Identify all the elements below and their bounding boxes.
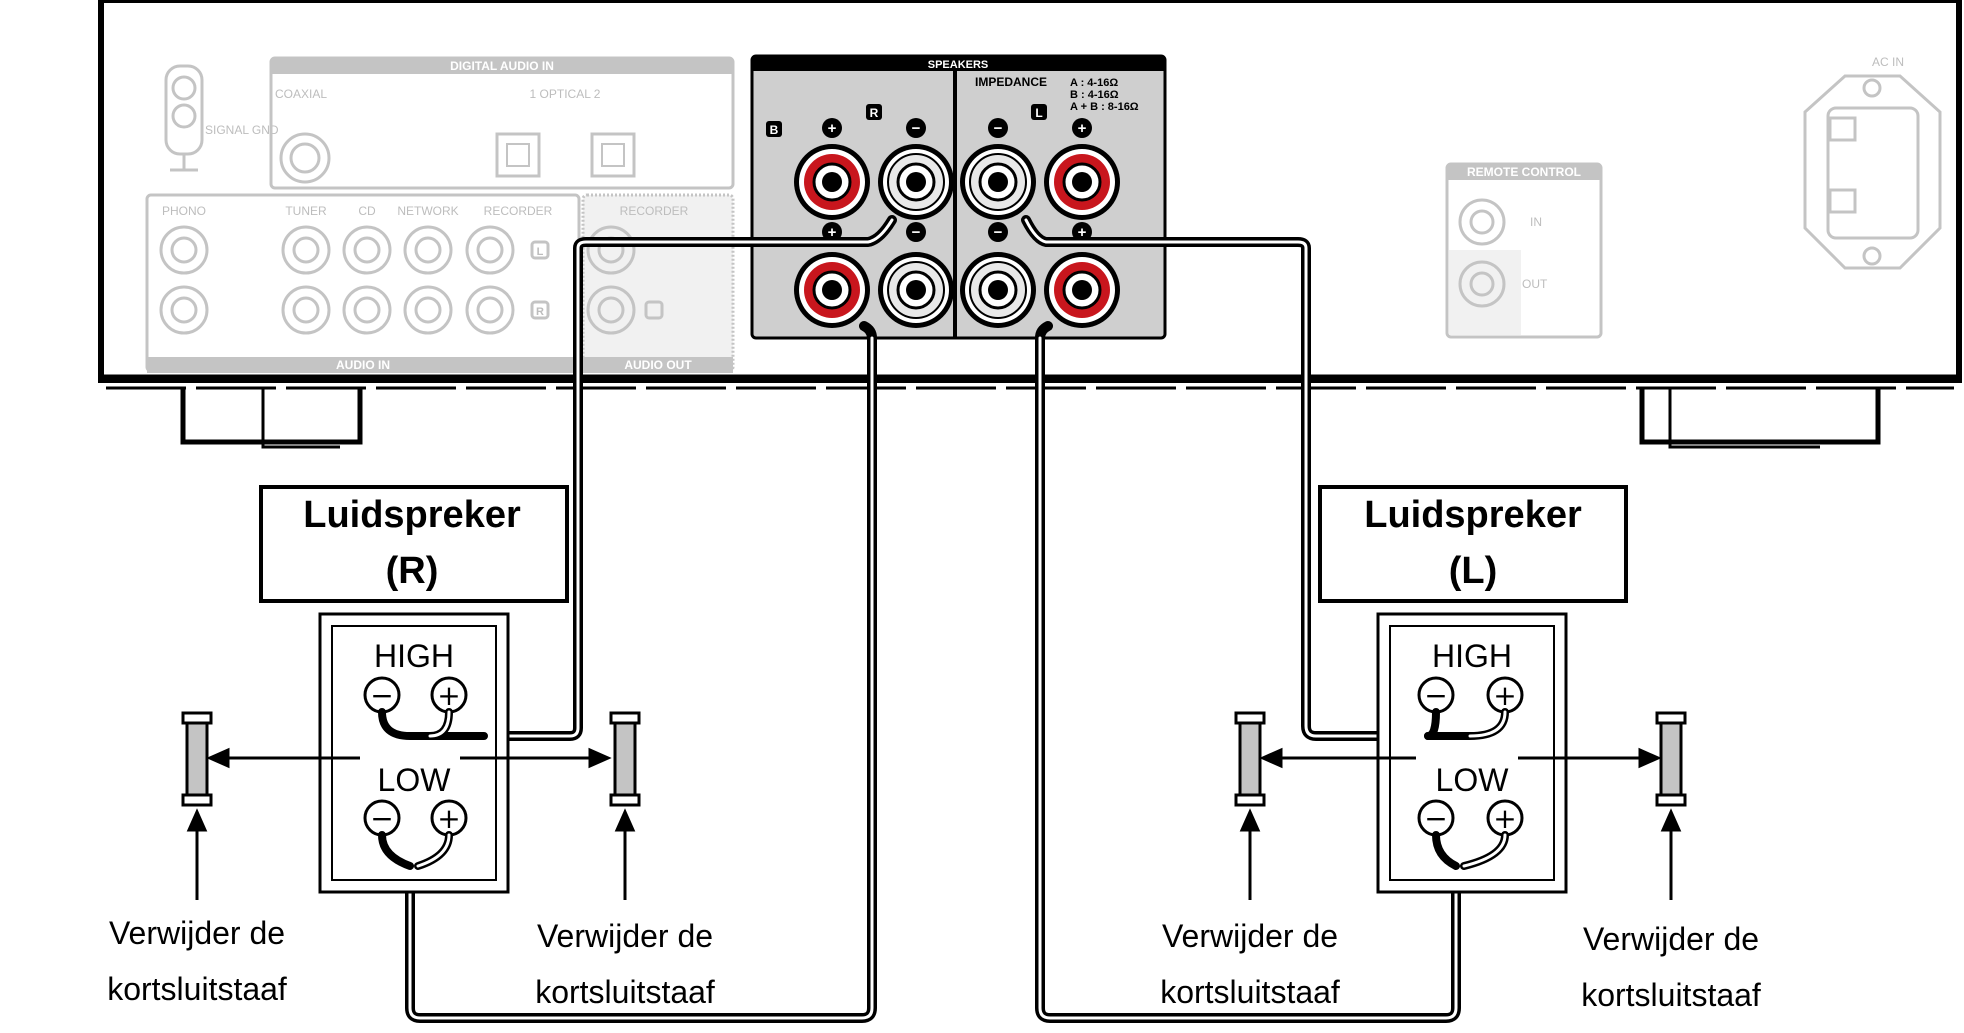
speaker-right-low-label: LOW bbox=[378, 762, 452, 798]
audio-in-section: AUDIO IN PHONO TUNER CD NETWORK RECORDER… bbox=[145, 193, 581, 373]
polarity-marks: + − − + + − − + bbox=[822, 118, 1092, 242]
shorting-bar-right-1 bbox=[181, 711, 213, 807]
recorder-out-label: RECORDER bbox=[620, 204, 689, 218]
callout-left-2-line1: Verwijder de bbox=[1583, 921, 1759, 957]
remote-control-label: REMOTE CONTROL bbox=[1467, 165, 1581, 179]
callout-left-1-line2: kortsluitstaaf bbox=[1160, 974, 1340, 1010]
binding-post-b-l-minus bbox=[960, 252, 1036, 328]
impedance-b: B : 4-16Ω bbox=[1070, 89, 1119, 101]
audio-in-label: AUDIO IN bbox=[336, 358, 390, 372]
speaker-left-low-plus: + bbox=[1493, 802, 1516, 835]
speaker-right-low-minus: − bbox=[370, 802, 393, 835]
input-label-phono: PHONO bbox=[162, 204, 206, 218]
svg-text:−: − bbox=[912, 120, 921, 137]
svg-text:+: + bbox=[1078, 120, 1087, 137]
signal-gnd-label: SIGNAL GND bbox=[205, 123, 279, 137]
shorting-bar-left-2 bbox=[1655, 711, 1687, 807]
badge-r: R bbox=[870, 106, 879, 120]
binding-post-a-l-minus bbox=[960, 144, 1036, 220]
binding-post-a-r-plus bbox=[794, 144, 870, 220]
channel-l-label: L bbox=[537, 246, 544, 258]
impedance-a: A : 4-16Ω bbox=[1070, 77, 1118, 89]
optical-label: 1 OPTICAL 2 bbox=[530, 87, 601, 101]
svg-text:−: − bbox=[994, 224, 1003, 241]
binding-post-b-r-plus bbox=[794, 252, 870, 328]
audio-out-section: AUDIO OUT RECORDER bbox=[581, 193, 735, 373]
speaker-left-high-label: HIGH bbox=[1432, 638, 1512, 674]
svg-text:+: + bbox=[828, 120, 837, 137]
speaker-right-high-plus: + bbox=[437, 679, 460, 712]
impedance-label: IMPEDANCE bbox=[975, 75, 1047, 89]
svg-text:−: − bbox=[994, 120, 1003, 137]
speaker-right-high-label: HIGH bbox=[374, 638, 454, 674]
svg-text:+: + bbox=[1078, 224, 1087, 241]
amplifier-rear-panel bbox=[98, 0, 1962, 449]
input-label-tuner: TUNER bbox=[285, 204, 327, 218]
digital-audio-in-section: DIGITAL AUDIO IN COAXIAL 1 OPTICAL 2 bbox=[269, 56, 735, 190]
speaker-left-title-line1: Luidspreker bbox=[1364, 494, 1582, 536]
speaker-left-high-plus: + bbox=[1493, 679, 1516, 712]
speaker-right-title-line2: (R) bbox=[386, 550, 439, 592]
callout-right-1-line2: kortsluitstaaf bbox=[107, 971, 287, 1007]
speaker-right-title-line1: Luidspreker bbox=[303, 494, 521, 536]
speaker-right-high-minus: − bbox=[370, 679, 393, 712]
audio-out-label: AUDIO OUT bbox=[624, 358, 692, 372]
impedance-ab: A + B : 8-16Ω bbox=[1070, 101, 1139, 113]
ac-in-inlet: AC IN bbox=[1803, 55, 1942, 270]
speaker-right: Luidspreker (R) HIGH LOW − + − + bbox=[259, 485, 569, 894]
remote-control-section: REMOTE CONTROL IN OUT bbox=[1445, 162, 1603, 339]
digital-audio-in-label: DIGITAL AUDIO IN bbox=[450, 59, 554, 73]
channel-r-label: R bbox=[536, 306, 544, 318]
speaker-left-low-minus: − bbox=[1424, 802, 1447, 835]
signal-gnd-terminal: SIGNAL GND bbox=[164, 64, 279, 172]
callout-right-1-line1: Verwijder de bbox=[109, 915, 285, 951]
binding-post-a-l-plus bbox=[1044, 144, 1120, 220]
svg-text:−: − bbox=[912, 224, 921, 241]
coaxial-label: COAXIAL bbox=[275, 87, 327, 101]
binding-post-b-r-minus bbox=[878, 252, 954, 328]
callout-texts: Verwijder de kortsluitstaaf Verwijder de… bbox=[107, 915, 1761, 1013]
callout-right-2-line1: Verwijder de bbox=[537, 918, 713, 954]
callout-left-2-line2: kortsluitstaaf bbox=[1581, 977, 1761, 1013]
speaker-left-high-minus: − bbox=[1424, 679, 1447, 712]
speaker-left: Luidspreker (L) HIGH LOW − + − + bbox=[1318, 485, 1628, 894]
input-label-network: NETWORK bbox=[397, 204, 458, 218]
remote-out-label: OUT bbox=[1522, 277, 1548, 291]
speaker-left-low-label: LOW bbox=[1436, 762, 1510, 798]
shorting-bars bbox=[181, 711, 1687, 807]
shorting-bar-left-1 bbox=[1234, 711, 1266, 807]
remote-in-label: IN bbox=[1530, 215, 1542, 229]
removal-arrows bbox=[186, 747, 1682, 900]
badge-b: B bbox=[770, 123, 779, 137]
speaker-cables bbox=[405, 215, 1461, 1023]
binding-post-b-l-plus bbox=[1044, 252, 1120, 328]
badge-l: L bbox=[1035, 106, 1042, 120]
callout-right-2-line2: kortsluitstaaf bbox=[535, 974, 715, 1010]
speaker-left-title-line2: (L) bbox=[1449, 550, 1498, 592]
callout-left-1-line1: Verwijder de bbox=[1162, 918, 1338, 954]
speaker-terminal-panel: SPEAKERS IMPEDANCE A : 4-16Ω B : 4-16Ω A… bbox=[750, 54, 1167, 340]
svg-text:+: + bbox=[828, 224, 837, 241]
speaker-right-low-plus: + bbox=[437, 802, 460, 835]
input-label-recorder: RECORDER bbox=[484, 204, 553, 218]
shorting-bar-right-2 bbox=[609, 711, 641, 807]
ac-in-label: AC IN bbox=[1872, 55, 1904, 69]
input-label-cd: CD bbox=[358, 204, 376, 218]
binding-post-a-r-minus bbox=[878, 144, 954, 220]
speakers-label: SPEAKERS bbox=[928, 59, 989, 71]
